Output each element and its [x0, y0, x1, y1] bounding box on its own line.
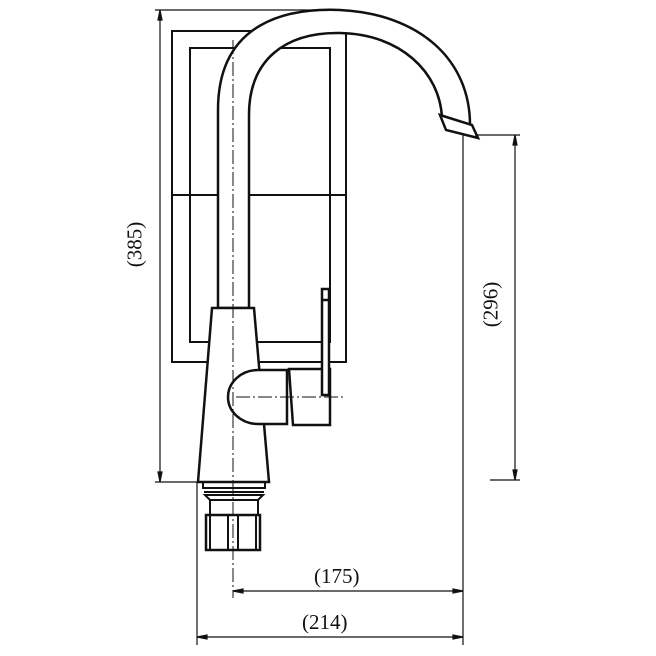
threaded-connector	[202, 481, 266, 552]
center-lines	[232, 40, 345, 598]
dimension-label-214: (214)	[302, 610, 348, 634]
dimension-label-385: (385)	[122, 221, 147, 268]
dimension-label-296: (296)	[478, 281, 503, 328]
dimension-lines	[155, 9, 520, 645]
dimension-label-175: (175)	[314, 564, 360, 588]
faucet-body	[196, 287, 332, 484]
spout	[216, 8, 481, 310]
wall-plate-outline	[171, 30, 347, 363]
